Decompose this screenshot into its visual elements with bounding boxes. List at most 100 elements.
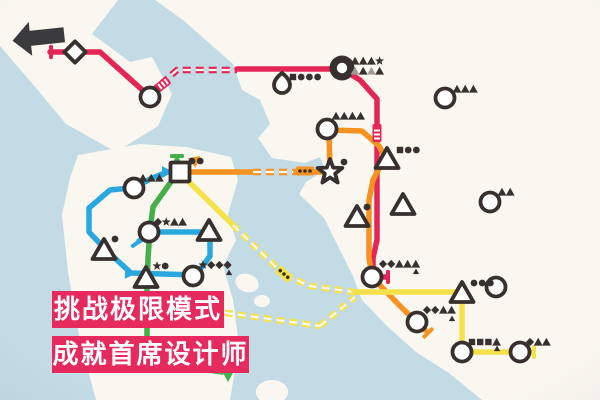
station-triangle[interactable] bbox=[90, 237, 118, 261]
station-circle[interactable] bbox=[450, 340, 474, 364]
green-line-direction-arrow-icon bbox=[222, 371, 234, 382]
station-circle[interactable] bbox=[315, 117, 339, 141]
station-circle[interactable] bbox=[137, 220, 161, 244]
blue-line-direction-arrow-icon bbox=[124, 266, 136, 279]
passenger-triangle-icon bbox=[348, 111, 357, 120]
passenger-circle-icon bbox=[413, 146, 420, 154]
station-square[interactable] bbox=[168, 160, 192, 184]
station-teardrop-marker bbox=[272, 71, 292, 95]
passenger-diamond-icon bbox=[378, 259, 388, 269]
passenger-circle-icon bbox=[111, 235, 119, 243]
train-passenger-dot bbox=[298, 169, 302, 173]
passenger-queue bbox=[331, 111, 365, 120]
station-triangle[interactable] bbox=[195, 218, 223, 242]
islet bbox=[256, 380, 288, 400]
station-triangle[interactable] bbox=[373, 146, 401, 170]
station-circle[interactable] bbox=[181, 264, 205, 288]
passenger-circle-icon bbox=[340, 158, 348, 166]
station-circle-marker bbox=[122, 176, 146, 200]
passenger-square-icon bbox=[396, 146, 404, 154]
train-stripe bbox=[374, 133, 380, 136]
yellow-line-dashed-core bbox=[284, 273, 355, 294]
train-passenger-dot bbox=[285, 275, 290, 280]
train-passenger-dot bbox=[278, 268, 283, 273]
promo-banner-designer-text: 成就首席设计师 bbox=[52, 339, 249, 369]
train[interactable] bbox=[296, 166, 314, 176]
back-button[interactable] bbox=[8, 10, 68, 58]
passenger-queue bbox=[350, 56, 385, 65]
passenger-queue bbox=[396, 146, 420, 154]
passenger-triangle-icon bbox=[350, 66, 360, 75]
passenger-circle-icon bbox=[470, 279, 478, 287]
passenger-triangle-icon bbox=[367, 56, 376, 65]
passenger-queue bbox=[448, 315, 456, 322]
passenger-triangle-icon bbox=[533, 337, 543, 346]
yellow-line-dashed-core bbox=[232, 224, 282, 273]
passenger-triangle-icon bbox=[138, 173, 148, 182]
passenger-triangle-icon bbox=[356, 111, 365, 120]
station-star[interactable] bbox=[315, 157, 345, 185]
passenger-queue bbox=[378, 259, 421, 269]
station-triangle[interactable] bbox=[389, 192, 417, 216]
station-triangle[interactable] bbox=[132, 265, 160, 289]
passenger-triangle-icon bbox=[358, 56, 368, 65]
yellow-line-terminus-cap bbox=[532, 345, 536, 359]
passenger-queue bbox=[188, 157, 204, 165]
red-line-dashed-core bbox=[151, 68, 237, 93]
passenger-queue bbox=[152, 261, 169, 270]
train-stripe bbox=[374, 137, 380, 140]
station-circle[interactable] bbox=[478, 190, 502, 214]
metro-yellow-line[interactable] bbox=[182, 175, 536, 359]
station-diamond-marker bbox=[62, 39, 88, 65]
station-teardrop[interactable] bbox=[272, 71, 292, 95]
train[interactable] bbox=[372, 124, 382, 142]
station-triangle-marker bbox=[448, 280, 476, 304]
interchange-hole bbox=[336, 62, 348, 74]
passenger-circle-icon bbox=[404, 146, 412, 154]
passenger-circle-icon bbox=[478, 279, 486, 287]
passenger-circle-icon bbox=[487, 279, 494, 287]
blue-line-direction-arrow-icon bbox=[162, 166, 173, 178]
passenger-triangle-icon bbox=[395, 259, 404, 268]
station-circle[interactable] bbox=[508, 340, 532, 364]
red-line-terminus-cap bbox=[386, 270, 390, 284]
passenger-triangle-icon bbox=[460, 84, 470, 93]
station-circle[interactable] bbox=[138, 85, 162, 109]
station-triangle[interactable] bbox=[343, 204, 371, 228]
passenger-square-icon bbox=[468, 338, 476, 346]
passenger-diamond-icon bbox=[207, 260, 216, 270]
passenger-triangle-icon bbox=[375, 66, 384, 75]
passenger-triangle-icon bbox=[469, 84, 478, 93]
passenger-circle-icon bbox=[363, 203, 371, 211]
passenger-triangle-icon bbox=[403, 259, 412, 268]
passenger-star-icon bbox=[161, 217, 171, 226]
passenger-triangle-icon bbox=[225, 269, 233, 276]
station-circle[interactable] bbox=[433, 86, 457, 110]
passenger-queue bbox=[198, 260, 232, 270]
promo-banner-challenge-text: 挑战极限模式 bbox=[53, 294, 222, 324]
station-circle[interactable] bbox=[360, 265, 384, 289]
station-interchange[interactable] bbox=[329, 55, 355, 81]
station-circle-marker bbox=[433, 86, 457, 110]
passenger-triangle-icon bbox=[542, 337, 551, 346]
station-circle[interactable] bbox=[405, 310, 429, 334]
station-circle-marker bbox=[181, 264, 205, 288]
stations-layer bbox=[62, 39, 532, 364]
blue-line-terminus-cap bbox=[130, 237, 144, 249]
passenger-queue bbox=[452, 84, 478, 93]
train-stripe bbox=[160, 81, 166, 88]
train[interactable] bbox=[275, 265, 294, 283]
passenger-queue bbox=[412, 268, 420, 275]
passenger-star-icon bbox=[198, 260, 208, 269]
passenger-queue bbox=[468, 337, 501, 346]
station-circle[interactable] bbox=[122, 176, 146, 200]
passenger-triangle-icon bbox=[146, 173, 156, 182]
train-passenger-dot bbox=[308, 169, 312, 173]
station-circle-marker bbox=[138, 85, 162, 109]
station-diamond[interactable] bbox=[62, 39, 88, 65]
station-triangle[interactable] bbox=[448, 280, 476, 304]
passenger-square-icon bbox=[485, 338, 492, 346]
islet bbox=[254, 295, 270, 307]
